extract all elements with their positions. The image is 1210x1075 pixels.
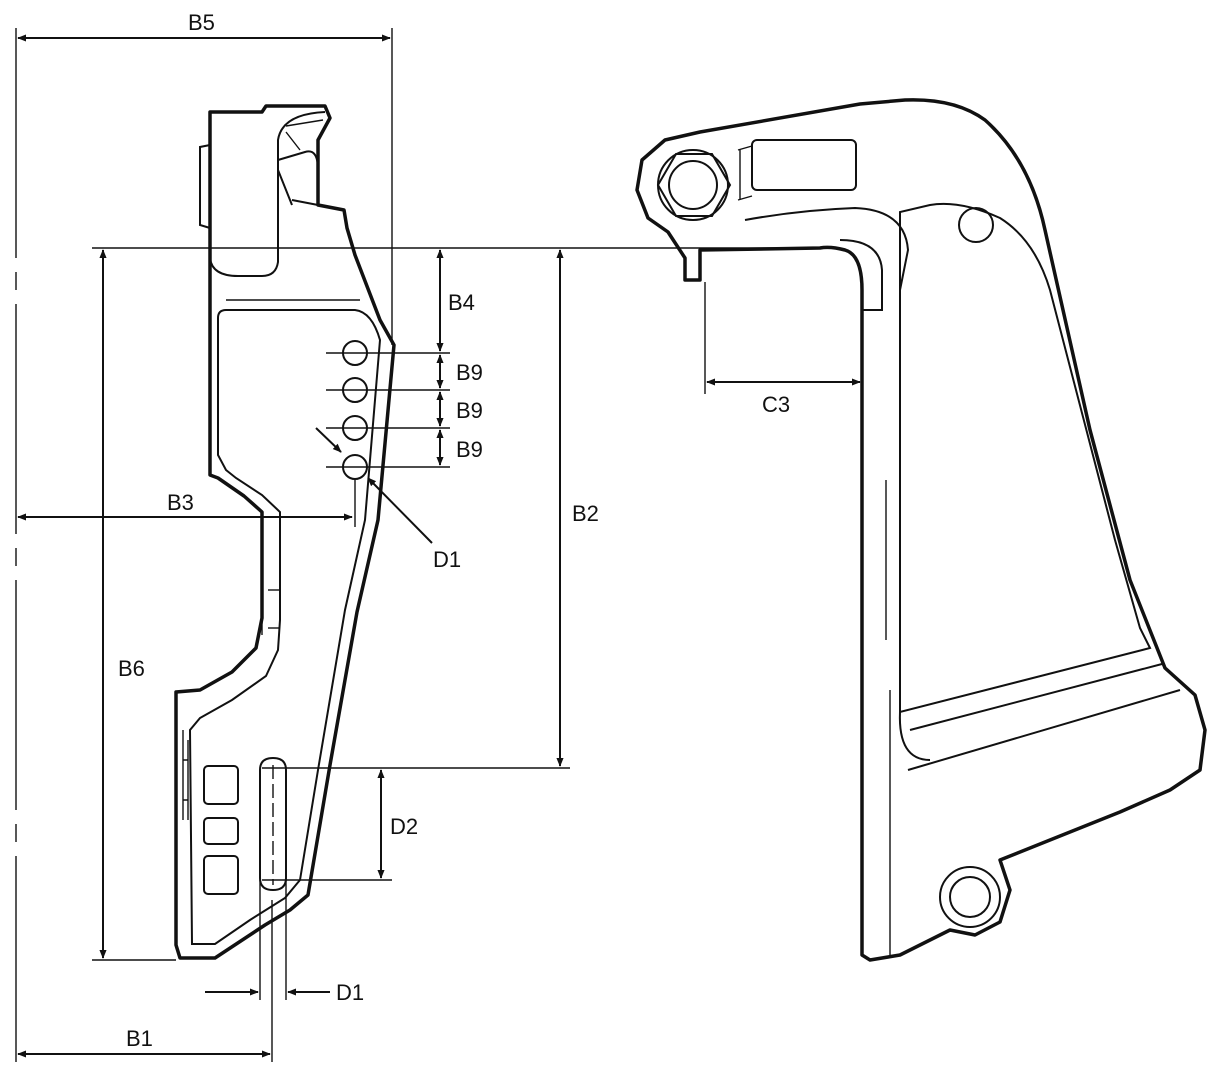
slot <box>259 756 287 892</box>
lower-eye-inner <box>949 876 991 918</box>
label-b4: B4 <box>448 290 475 315</box>
left-bracket-inner-border <box>188 309 382 945</box>
label-b3: B3 <box>167 490 194 515</box>
lower-eye-outer <box>939 866 1001 928</box>
label-d1-slot: D1 <box>336 980 364 1005</box>
right-lever-part <box>635 98 1207 962</box>
dimension-labels: B5 B4 B9 B9 B9 B3 D1 B2 B6 D2 D1 B1 C3 <box>118 10 790 1051</box>
pocket-3 <box>203 855 239 895</box>
label-b9-2: B9 <box>456 398 483 423</box>
label-b5: B5 <box>188 10 215 35</box>
pocket-1 <box>203 765 239 805</box>
label-d2: D2 <box>390 814 418 839</box>
left-bracket-flange <box>199 144 211 229</box>
left-bracket-top-recess <box>277 150 319 206</box>
left-bracket-part <box>174 104 396 960</box>
label-d1-hole: D1 <box>433 547 461 572</box>
lever-outline <box>635 98 1207 962</box>
dimension-lines <box>15 28 861 1062</box>
upper-round-hole <box>958 207 994 243</box>
label-b9-1: B9 <box>456 360 483 385</box>
label-b1: B1 <box>126 1026 153 1051</box>
label-b2: B2 <box>572 501 599 526</box>
label-b6: B6 <box>118 656 145 681</box>
label-b9-3: B9 <box>456 437 483 462</box>
hex-nut <box>656 153 732 217</box>
label-plate <box>751 139 857 191</box>
lever-inner-cutout <box>899 202 1152 714</box>
left-bracket-top-block <box>209 111 326 277</box>
pocket-2 <box>203 817 239 845</box>
label-c3: C3 <box>762 392 790 417</box>
